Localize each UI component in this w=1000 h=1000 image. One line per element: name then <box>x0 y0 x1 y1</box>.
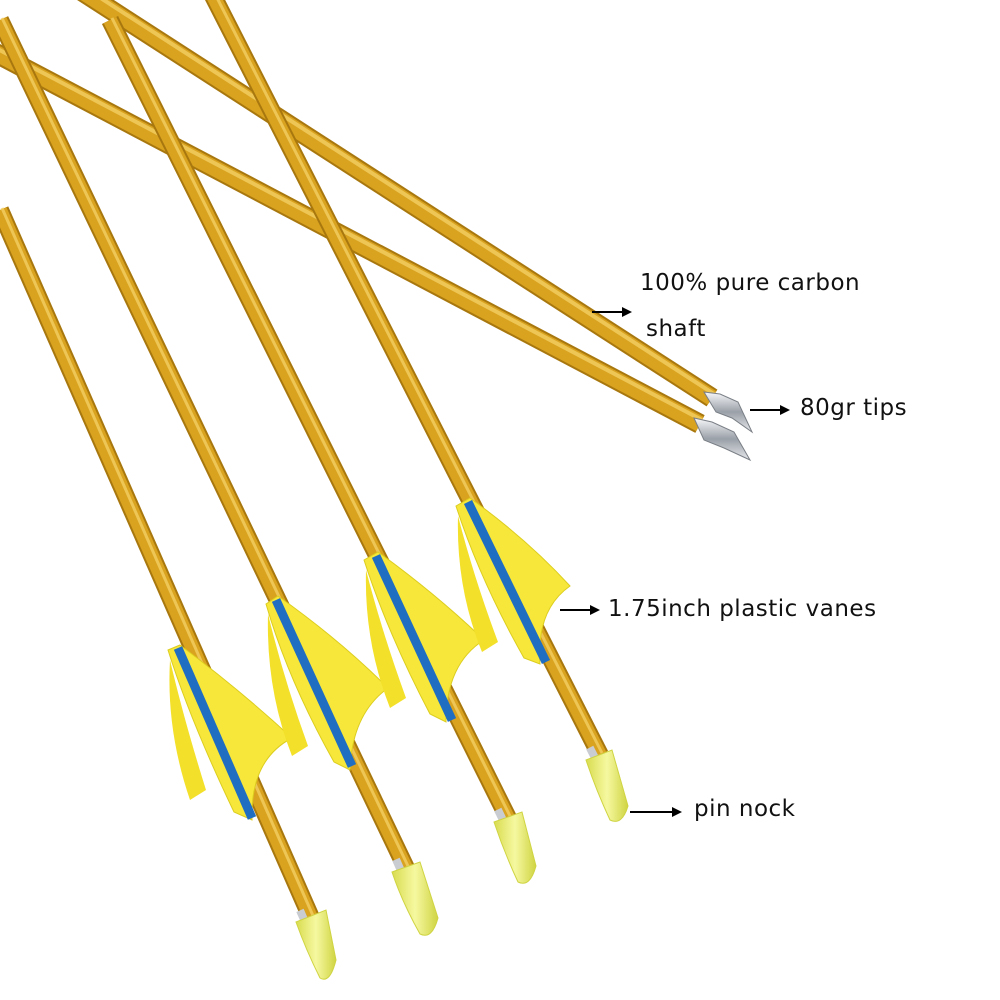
nock <box>391 861 439 936</box>
cock-vane-stripe <box>173 646 257 820</box>
vane <box>365 570 406 708</box>
cock-vane-stripe <box>371 554 457 722</box>
vane <box>169 660 206 800</box>
right-arrow-icon <box>592 307 632 317</box>
vane <box>267 614 308 756</box>
right-arrow-icon <box>560 605 600 615</box>
arrow-tip <box>703 391 754 434</box>
shaft-label-line2: shaft <box>646 316 706 342</box>
nock <box>585 749 629 822</box>
vane <box>457 516 498 652</box>
nock <box>493 811 537 884</box>
tips-label: 80gr tips <box>800 395 908 421</box>
shaft-label-line1: 100% pure carbon <box>640 270 861 296</box>
arrow-upper-1 <box>77 0 754 434</box>
arrow-fletched-1 <box>0 206 337 980</box>
cock-vane-stripe <box>271 598 357 768</box>
arrow-tip <box>693 417 752 462</box>
arrow-fletched-2 <box>0 16 439 936</box>
vanes-label: 1.75inch plastic vanes <box>608 596 877 622</box>
right-arrow-icon <box>750 405 790 415</box>
arrow-fletched-4 <box>204 0 629 822</box>
cock-vane-stripe <box>463 500 551 664</box>
nock-label: pin nock <box>694 796 796 822</box>
right-arrow-icon <box>630 807 682 817</box>
nock <box>295 909 337 980</box>
arrow-fletched-3 <box>101 15 537 884</box>
